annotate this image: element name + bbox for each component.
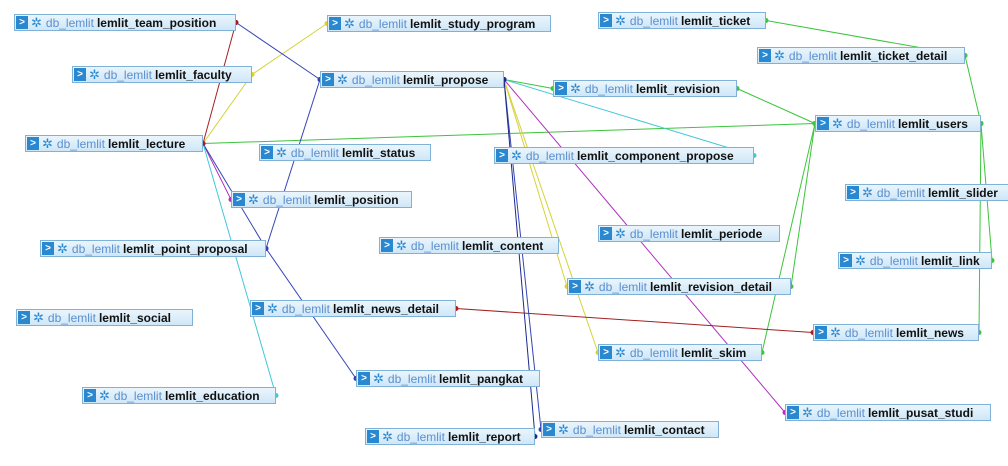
gear-icon: ✲	[396, 238, 407, 253]
expand-toggle-icon[interactable]: >	[252, 302, 264, 315]
expand-toggle-icon[interactable]: >	[496, 149, 508, 162]
relation-line-lecture-position	[202, 143, 232, 200]
relation-line-users-news	[978, 123, 982, 333]
expand-toggle-icon[interactable]: >	[600, 227, 612, 240]
relation-line-team_position-lecture	[202, 22, 237, 144]
expand-toggle-icon[interactable]: >	[600, 14, 612, 27]
relation-line-revision-users	[736, 88, 816, 124]
expand-toggle-icon[interactable]: >	[815, 326, 827, 339]
expand-toggle-icon[interactable]: >	[84, 389, 96, 402]
gear-icon: ✲	[42, 136, 53, 151]
relation-line-ticket_detail-users	[964, 55, 982, 124]
gear-icon: ✲	[373, 371, 384, 386]
gear-icon: ✲	[774, 48, 785, 63]
expand-toggle-icon[interactable]: >	[261, 146, 273, 159]
relation-line-propose-point_proposal	[265, 79, 321, 249]
expand-toggle-icon[interactable]: >	[367, 430, 379, 443]
expand-toggle-icon[interactable]: >	[817, 117, 829, 130]
expand-toggle-icon[interactable]: >	[74, 68, 86, 81]
expand-toggle-icon[interactable]: >	[27, 137, 39, 150]
gear-icon: ✲	[276, 145, 287, 160]
expand-toggle-icon[interactable]: >	[600, 346, 612, 359]
relation-line-lecture-faculty	[202, 74, 253, 144]
expand-toggle-icon[interactable]: >	[847, 186, 859, 199]
expand-toggle-icon[interactable]: >	[358, 372, 370, 385]
gear-icon: ✲	[344, 16, 355, 31]
expand-toggle-icon[interactable]: >	[569, 280, 581, 293]
gear-icon: ✲	[267, 301, 278, 316]
gear-icon: ✲	[570, 81, 581, 96]
expand-toggle-icon[interactable]: >	[555, 82, 567, 95]
gear-icon: ✲	[382, 429, 393, 444]
expand-toggle-icon[interactable]: >	[322, 73, 334, 86]
gear-icon: ✲	[802, 405, 813, 420]
gear-icon: ✲	[855, 253, 866, 268]
expand-toggle-icon[interactable]: >	[42, 242, 54, 255]
relation-line-team_position-propose	[235, 22, 321, 80]
gear-icon: ✲	[33, 310, 44, 325]
gear-icon: ✲	[31, 15, 42, 30]
gear-icon: ✲	[832, 116, 843, 131]
gear-icon: ✲	[558, 422, 569, 437]
expand-toggle-icon[interactable]: >	[18, 311, 30, 324]
relation-line-lecture-education	[202, 143, 277, 396]
expand-toggle-icon[interactable]: >	[381, 239, 393, 252]
expand-toggle-icon[interactable]: >	[759, 49, 771, 62]
relation-line-propose-skim	[503, 79, 599, 353]
gear-icon: ✲	[89, 67, 100, 82]
relation-line-faculty-study_program	[251, 23, 328, 75]
gear-icon: ✲	[615, 13, 626, 28]
relation-line-propose-component_propose	[503, 79, 755, 156]
relation-line-news_detail-news	[455, 308, 814, 333]
relation-line-propose-revision	[503, 79, 554, 89]
gear-icon: ✲	[511, 148, 522, 163]
gear-icon: ✲	[57, 241, 68, 256]
relation-line-users-skim	[761, 123, 816, 353]
expand-toggle-icon[interactable]: >	[543, 423, 555, 436]
expand-toggle-icon[interactable]: >	[233, 193, 245, 206]
gear-icon: ✲	[584, 279, 595, 294]
gear-icon: ✲	[615, 226, 626, 241]
expand-toggle-icon[interactable]: >	[329, 17, 341, 30]
gear-icon: ✲	[830, 325, 841, 340]
gear-icon: ✲	[615, 345, 626, 360]
relation-line-users-revision_detail	[790, 123, 816, 287]
gear-icon: ✲	[337, 72, 348, 87]
gear-icon: ✲	[862, 185, 873, 200]
expand-toggle-icon[interactable]: >	[840, 254, 852, 267]
gear-icon: ✲	[248, 192, 259, 207]
expand-toggle-icon[interactable]: >	[787, 406, 799, 419]
expand-toggle-icon[interactable]: >	[16, 16, 28, 29]
gear-icon: ✲	[99, 388, 110, 403]
